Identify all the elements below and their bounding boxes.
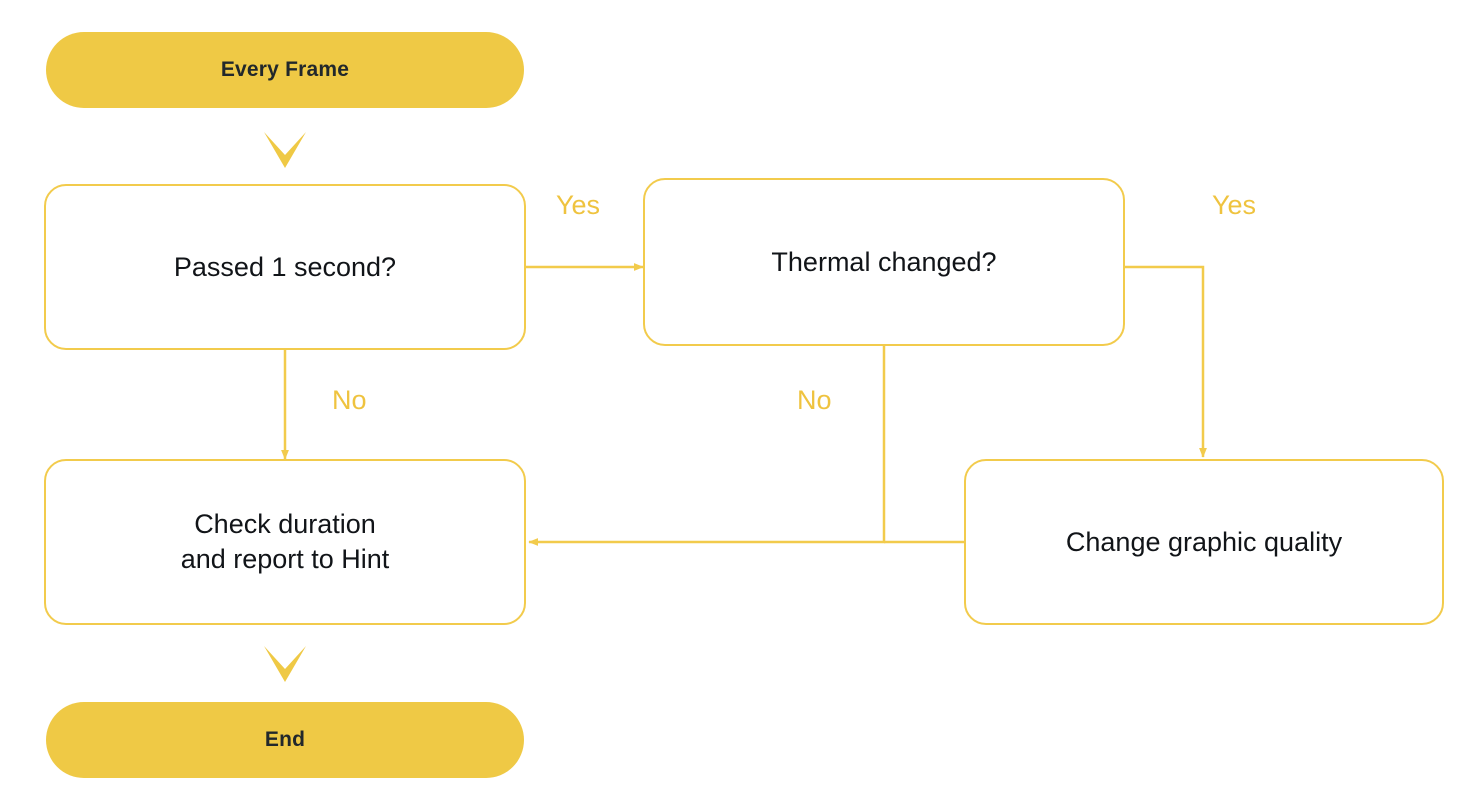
node-end-label: End — [264, 728, 306, 751]
connector-decision-thermal-yes — [1124, 265, 1207, 458]
connector-action-report-to-end — [264, 646, 306, 682]
node-action-change-graphic-quality-label: Change graphic quality — [1065, 526, 1343, 557]
node-start[interactable]: Every Frame — [46, 32, 524, 108]
node-action-check-duration-label: Check duration and report to Hint — [180, 509, 390, 574]
node-decision-passed-one-second-label: Passed 1 second? — [173, 251, 397, 282]
node-decision-thermal-changed-label: Thermal changed? — [771, 246, 997, 277]
edge-label-second-no: No — [332, 385, 367, 415]
connector-decision-thermal-no — [528, 345, 886, 546]
node-start-label: Every Frame — [220, 58, 350, 81]
node-end[interactable]: End — [46, 702, 524, 778]
node-action-change-graphic-quality[interactable]: Change graphic quality — [964, 459, 1444, 625]
connector-start-to-decision-second — [264, 132, 306, 168]
edge-label-second-yes: Yes — [556, 190, 601, 220]
edge-label-thermal-yes: Yes — [1212, 190, 1257, 220]
edge-label-thermal-no: No — [797, 385, 832, 415]
node-action-check-duration[interactable]: Check duration and report to Hint — [44, 459, 526, 625]
node-decision-passed-one-second[interactable]: Passed 1 second? — [44, 184, 526, 350]
node-decision-thermal-changed[interactable]: Thermal changed? — [643, 178, 1125, 346]
